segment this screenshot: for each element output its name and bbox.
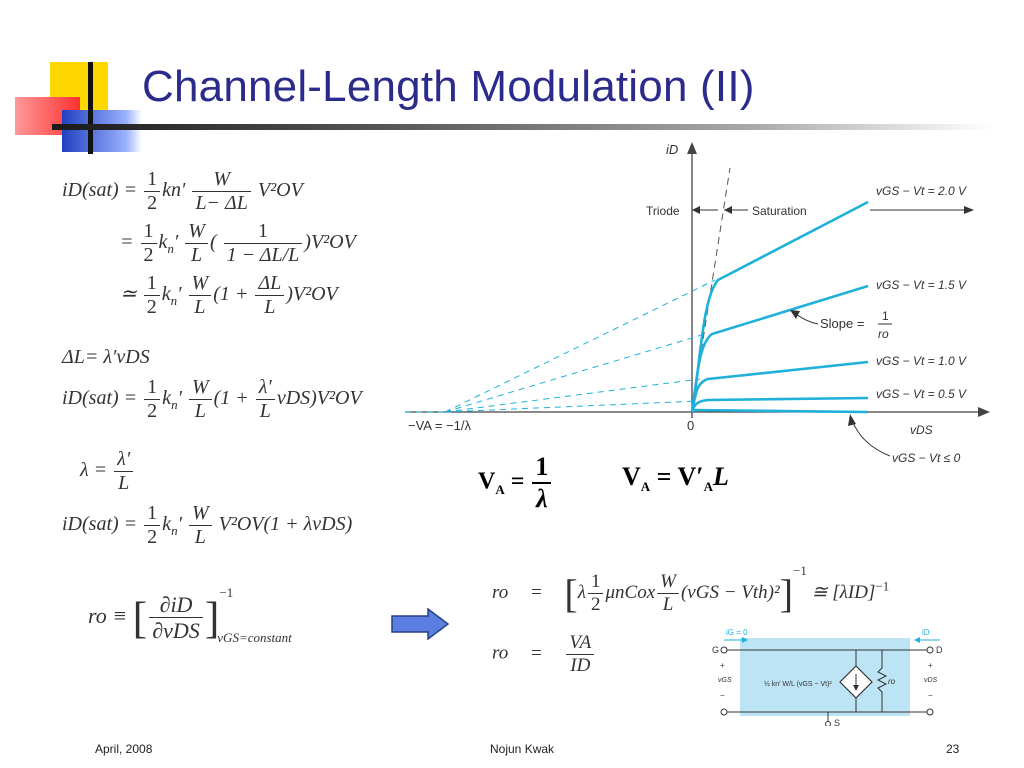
ig-label: iG = 0 [726, 628, 748, 637]
footer-page-number: 23 [946, 742, 960, 756]
equation-f: λ = λ′L [80, 448, 135, 495]
origin-label: 0 [687, 418, 694, 433]
extrapolation-lines [405, 279, 716, 413]
va-axis-label: −VA = −1/λ [408, 418, 472, 433]
slope-num: 1 [882, 309, 889, 323]
saturation-label: Saturation [752, 204, 807, 218]
svg-text:−: − [928, 691, 933, 700]
curve-vov-2.0 [690, 200, 869, 413]
drain-label: D [936, 645, 943, 655]
source-expression: ½ kn′ W/L (vGS − Vt)² [764, 680, 832, 688]
triode-label: Triode [646, 204, 680, 218]
curve-label-1.0: vGS − Vt = 1.0 V [876, 354, 967, 368]
gate-label: G [712, 645, 719, 655]
svg-text:+: + [928, 661, 933, 670]
deco-blue-square [62, 110, 142, 152]
curve-label-2.0: vGS − Vt = 2.0 V [876, 184, 967, 198]
equation-h: ro ≡ [∂iD∂vDS]−1vGS=constant [88, 584, 292, 646]
vgs-label: vGS [718, 677, 732, 684]
svg-text:+: + [720, 661, 725, 670]
curve-label-0.5: vGS − Vt = 0.5 V [876, 387, 967, 401]
svg-text:−: − [720, 691, 725, 700]
title-rule [52, 124, 992, 130]
x-axis-label: vDS [910, 423, 933, 437]
va-equation-2: VA = V′AL [622, 462, 729, 495]
slope-den: ro [878, 327, 889, 341]
footer-author: Nojun Kwak [490, 742, 555, 756]
curve-label-1.5: vGS − Vt = 1.5 V [876, 278, 967, 292]
footer-date: April, 2008 [95, 742, 153, 756]
slope-label: Slope = [820, 316, 864, 331]
curve-vov-cutoff [691, 408, 869, 414]
small-signal-circuit: iG = 0 iD G D S + vGS − + vDS − ½ kn′ W/… [712, 628, 943, 726]
ro-label: ro [888, 677, 896, 686]
equation-d: ΔL= λ′vDS [62, 346, 150, 368]
right-arrow-icon [391, 608, 450, 640]
curve-label-cutoff: vGS − Vt ≤ 0 [892, 451, 961, 465]
y-axis-label: iD [666, 142, 678, 157]
slide-title: Channel-Length Modulation (II) [142, 62, 755, 111]
x-axis-arrow [978, 407, 990, 417]
deco-vertical-line [88, 62, 93, 154]
curve-vov-1.5 [690, 284, 869, 413]
label-arrow-cutoff [851, 419, 891, 457]
y-axis-arrow [687, 142, 697, 154]
output-characteristics-graph: iD vDS 0 −VA = −1/λ Triode Saturation vG… [405, 142, 990, 465]
vds-label: vDS [924, 677, 938, 684]
curve-vov-1.0 [690, 360, 869, 413]
id-label: iD [922, 628, 930, 637]
source-label: S [834, 718, 840, 726]
